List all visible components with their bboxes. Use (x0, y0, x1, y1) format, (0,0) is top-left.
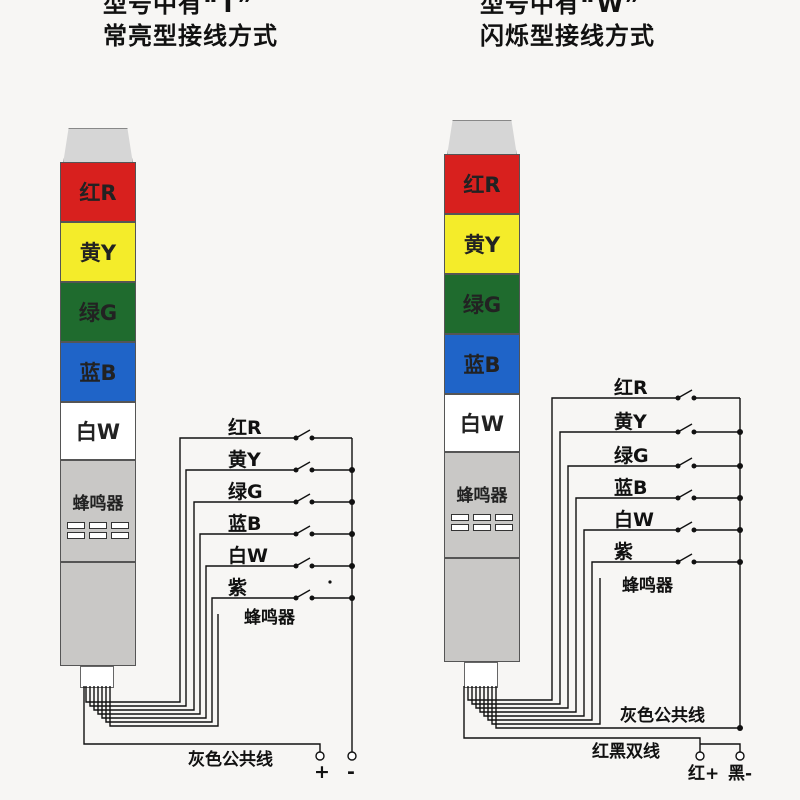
left-common-wire (83, 686, 321, 752)
right-segment-white: 白W (444, 394, 520, 452)
left-switch-4 (295, 525, 311, 535)
right-title-line1: 型号中有“W” (480, 0, 642, 18)
right-tower-cap (447, 120, 517, 156)
right-buzzer-segment: 蜂鸣器 (444, 452, 520, 558)
right-switch-label-purple: 紫 (614, 541, 634, 563)
left-title: 型号中有“T” 常亮型接线方式 (103, 0, 278, 52)
left-switch-1 (295, 429, 311, 439)
right-signal-tower: 红R 黄Y 绿G 蓝B 白W 蜂鸣器 (444, 120, 520, 690)
left-switch-3 (295, 493, 311, 503)
left-segment-yellow: 黄Y (60, 222, 136, 282)
left-buzzer-label: 蜂鸣器 (72, 494, 124, 514)
left-segment-white: 白W (60, 402, 136, 460)
right-switch-label-blue: 蓝B (614, 477, 648, 499)
left-wire-blue (97, 533, 296, 715)
right-tower-foot (464, 662, 498, 688)
left-wire-buzzer (109, 614, 219, 727)
left-minus-terminal-label: - (347, 761, 355, 783)
right-common-wire (495, 686, 740, 729)
right-dual-wire-black (700, 743, 741, 752)
right-switch-label-yellow: 黄Y (614, 411, 647, 433)
right-segment-blue: 蓝B (444, 334, 520, 394)
left-segment-blue: 蓝B (60, 342, 136, 402)
left-buzzer-grille (67, 522, 129, 539)
left-segment-green: 绿G (60, 282, 136, 342)
left-switch-label-white: 白W (228, 545, 268, 567)
left-switch-label-green: 绿G (228, 481, 263, 503)
right-wire-yellow (471, 431, 678, 705)
left-wire-red (85, 437, 296, 703)
left-tower-base (60, 562, 136, 666)
right-wire-green (475, 465, 678, 709)
right-tower-base (444, 558, 520, 662)
right-wire-red (467, 397, 678, 701)
right-buzzer-grille (451, 514, 513, 531)
left-buzzer-wire-label: 蜂鸣器 (244, 608, 295, 628)
left-title-line1: 型号中有“T” (103, 0, 254, 18)
left-wire-green (93, 501, 296, 711)
right-buzzer-wire-label: 蜂鸣器 (622, 576, 673, 596)
left-buzzer-segment: 蜂鸣器 (60, 460, 136, 562)
right-segment-yellow: 黄Y (444, 214, 520, 274)
right-switch-label-green: 绿G (614, 445, 649, 467)
left-plus-terminal-label: + (314, 761, 330, 783)
left-title-line2: 常亮型接线方式 (103, 22, 278, 50)
right-red-plus-label: 红+ (688, 764, 720, 784)
right-switch-label-white: 白W (614, 509, 654, 531)
left-wire-white (101, 565, 296, 719)
right-title: 型号中有“W” 闪烁型接线方式 (480, 0, 655, 52)
left-switch-5 (295, 557, 311, 567)
right-switch-label-red: 红R (614, 377, 648, 399)
right-wire-blue (479, 497, 678, 713)
left-segment-red: 红R (60, 162, 136, 222)
left-wire-purple (105, 597, 296, 723)
left-switch-label-purple: 紫 (228, 577, 248, 599)
left-switch-6 (295, 589, 311, 599)
left-common-label: 灰色公共线 (188, 750, 273, 770)
right-wire-purple (487, 561, 678, 721)
right-dual-wire-label: 红黑双线 (592, 742, 660, 762)
right-segment-red: 红R (444, 154, 520, 214)
right-wire-white (483, 529, 678, 717)
left-switch-label-red: 红R (228, 417, 262, 439)
left-signal-tower: 红R 黄Y 绿G 蓝B 白W 蜂鸣器 (60, 128, 136, 688)
right-dual-wire-red (463, 686, 701, 752)
left-switch-label-blue: 蓝B (228, 513, 262, 535)
right-title-line2: 闪烁型接线方式 (480, 22, 655, 50)
right-wire-buzzer (491, 578, 601, 725)
right-black-minus-label: 黑- (728, 764, 753, 784)
left-switch-2 (295, 461, 311, 471)
left-tower-foot (80, 666, 114, 688)
right-buzzer-label: 蜂鸣器 (456, 486, 508, 506)
left-wire-yellow (89, 469, 296, 707)
right-segment-green: 绿G (444, 274, 520, 334)
left-switch-label-yellow: 黄Y (228, 449, 261, 471)
right-common-label: 灰色公共线 (620, 706, 705, 726)
